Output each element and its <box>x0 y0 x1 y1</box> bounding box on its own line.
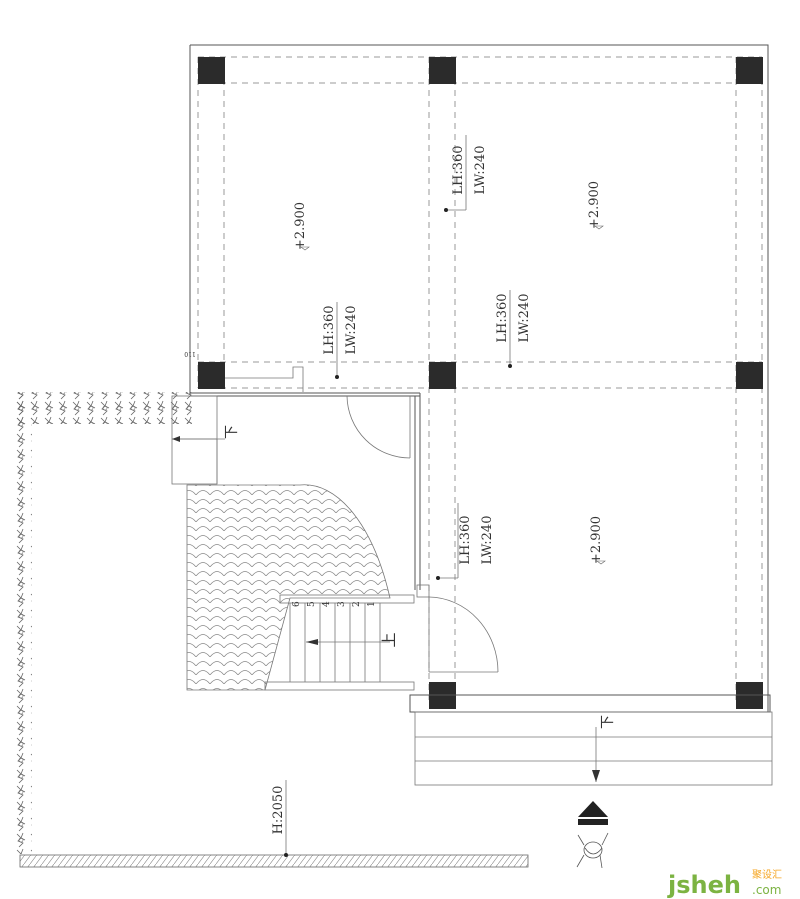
svg-text:LH:360: LH:360 <box>322 305 337 354</box>
watermark-logo: jsheh 聚设汇 .com <box>667 868 782 899</box>
small-stair: 下 <box>171 395 240 485</box>
entrance-arrow-icon <box>578 801 608 825</box>
main-stair: 1 2 3 4 5 6 上 <box>264 594 415 691</box>
stair-step-number: 4 <box>322 601 332 607</box>
outer-walls <box>189 44 769 712</box>
stair-step-number: 3 <box>337 601 347 607</box>
door-lower <box>428 596 499 673</box>
watermark-brand-cn: 聚设汇 <box>752 868 782 881</box>
elevation-label: +2.900 <box>587 181 602 229</box>
svg-text:LH:360: LH:360 <box>458 515 473 564</box>
paved-area <box>186 484 391 691</box>
svg-text:LW:240: LW:240 <box>517 294 532 343</box>
column <box>736 57 763 84</box>
elevation-label: +2.900 <box>589 516 604 564</box>
stair-step-number: 5 <box>307 601 317 607</box>
stair-up-label: 上 <box>380 632 398 647</box>
columns <box>198 57 763 709</box>
boundary-wall: H:2050 <box>19 780 529 868</box>
entrance-steps: 下 <box>414 711 773 786</box>
column <box>198 57 225 84</box>
beam-label: LH:360 LW:240 <box>322 302 359 379</box>
column <box>198 362 225 389</box>
column <box>429 57 456 84</box>
small-dimension: 110 <box>184 350 196 357</box>
svg-text:LW:240: LW:240 <box>480 516 495 565</box>
person-icon <box>576 832 609 869</box>
wall-height-label: H:2050 <box>271 786 286 835</box>
watermark-domain: .com <box>752 883 781 897</box>
svg-text:LW:240: LW:240 <box>344 306 359 355</box>
entry-down-label: 下 <box>600 715 616 729</box>
column <box>429 362 456 389</box>
svg-text:LW:240: LW:240 <box>473 146 488 195</box>
beam-label: LH:360 LW:240 <box>495 290 532 368</box>
svg-text:LH:360: LH:360 <box>495 293 510 342</box>
beam-label: LH:360 LW:240 <box>444 135 488 212</box>
beam-label: LH:360 LW:240 <box>436 503 495 580</box>
door-upper <box>346 395 411 459</box>
stair-step-number: 1 <box>367 601 377 607</box>
hedge <box>16 392 192 854</box>
watermark-brand: jsheh <box>667 871 741 899</box>
stair-step-number: 6 <box>292 601 302 607</box>
ledge <box>225 366 304 392</box>
column <box>736 362 763 389</box>
stair-down-label: 下 <box>224 425 240 439</box>
svg-text:LH:360: LH:360 <box>451 145 466 194</box>
stair-step-number: 2 <box>352 601 362 607</box>
elevation-label: +2.900 <box>293 202 308 250</box>
